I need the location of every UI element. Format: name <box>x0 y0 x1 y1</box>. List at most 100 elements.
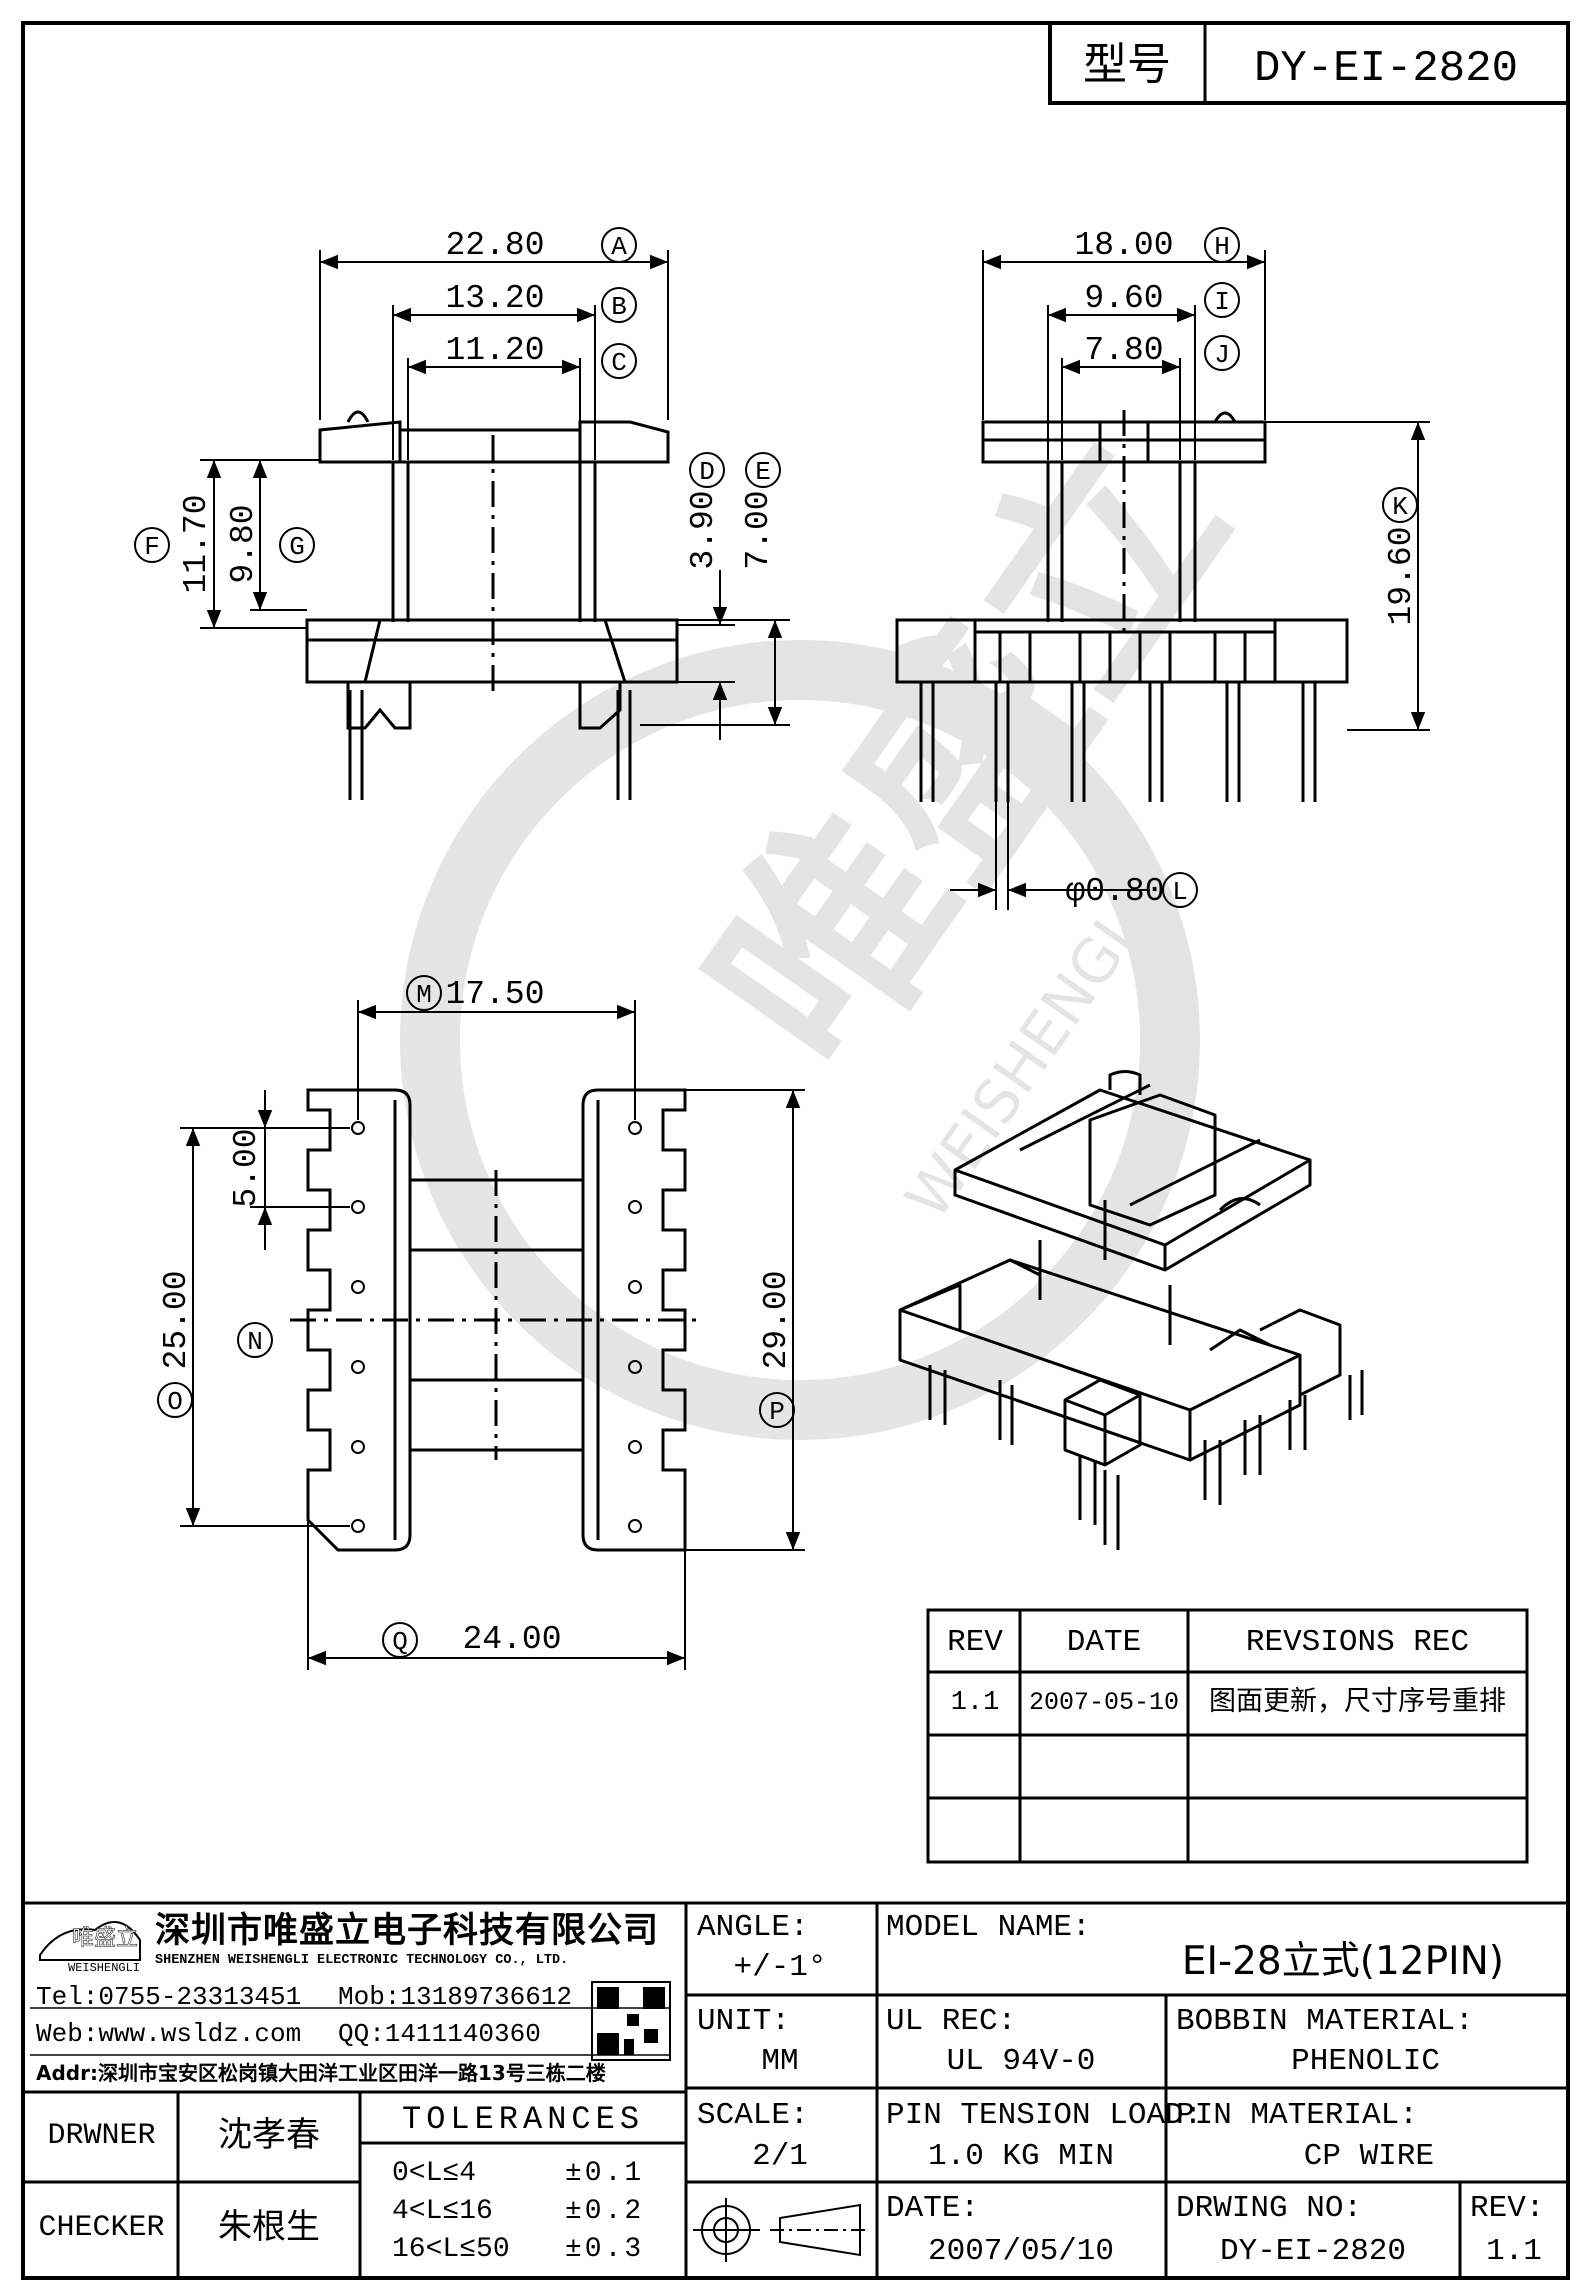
rev-header-rev: REV <box>947 1625 1003 1660</box>
tol-row-1-range: 0<L≤4 <box>392 2158 477 2189</box>
scale-label: SCALE: <box>697 2098 809 2133</box>
pin-tension-label: PIN TENSION LOAD: <box>886 2098 1203 2133</box>
dim-q-value: 24.00 <box>462 1621 561 1658</box>
balloon-c: C <box>611 348 627 378</box>
dim-o-value: 25.00 <box>158 1270 195 1369</box>
right-comb <box>581 1088 687 1552</box>
dim-k-value: 19.60 <box>1383 526 1420 625</box>
left-comb <box>306 1088 412 1552</box>
type-label: 型号 <box>1083 39 1171 90</box>
balloon-b: B <box>611 292 627 322</box>
balloon-p: P <box>769 1397 785 1427</box>
scale-value: 2/1 <box>752 2139 808 2174</box>
ul-rec-value: UL 94V-0 <box>946 2044 1096 2079</box>
rev-header-date: DATE <box>1066 1625 1142 1660</box>
balloon-a: A <box>611 232 627 262</box>
top-view-balloons: M N O P Q <box>157 975 795 1658</box>
top-view-labels: 17.50 5.00 25.00 29.00 24.00 <box>158 976 795 1658</box>
logo-cn: 唯盛立 <box>72 1926 139 1951</box>
balloon-h: H <box>1214 232 1230 262</box>
company-address: Addr:深圳市宝安区松岗镇大田洋工业区田洋一路13号三栋二楼 <box>36 2061 606 2085</box>
rev-row-1-date: 2007-05-10 <box>1028 1688 1180 1717</box>
front-view-labels: 22.80 13.20 11.20 11.70 9.80 3.90 7.00 <box>178 227 777 594</box>
outer-border <box>21 21 1570 2280</box>
company-tel: Tel:0755-23313451 <box>36 1982 302 2012</box>
balloon-m: M <box>416 980 432 1010</box>
bobbin-material-value: PHENOLIC <box>1291 2044 1440 2079</box>
qr-code-icon <box>591 1981 671 2061</box>
side-view-slots <box>998 632 1247 682</box>
balloon-i: I <box>1214 287 1230 317</box>
company-mob: Mob:13189736612 <box>338 1982 573 2012</box>
tol-row-2-value: ±0.2 <box>565 2196 645 2227</box>
ul-rec-label: UL REC: <box>886 2004 1017 2039</box>
bobbin-material-label: BOBBIN MATERIAL: <box>1176 2004 1474 2039</box>
side-view-pins <box>919 682 1317 802</box>
dim-b-value: 13.20 <box>445 280 544 317</box>
model-name-label: MODEL NAME: <box>886 1910 1091 1945</box>
side-view <box>895 410 1349 802</box>
tol-row-3-value: ±0.3 <box>565 2234 645 2265</box>
pin-tension-value: 1.0 KG MIN <box>927 2139 1115 2174</box>
company-web: Web:www.wsldz.com <box>36 2019 302 2049</box>
company-logo-icon <box>39 1921 141 1961</box>
drawer-name: 沈孝春 <box>218 2115 320 2155</box>
side-view-balloons: H I J K L <box>1162 227 1418 908</box>
top-view-dims <box>180 1000 805 1670</box>
dim-i-value: 9.60 <box>1084 280 1163 317</box>
balloon-k: K <box>1392 492 1408 522</box>
dim-a-value: 22.80 <box>445 227 544 264</box>
angle-label: ANGLE: <box>697 1910 809 1945</box>
balloon-e: E <box>755 457 771 487</box>
balloon-o: O <box>167 1387 183 1417</box>
side-view-labels: 18.00 9.60 7.80 19.60 φ0.80 <box>1065 227 1420 910</box>
drawing-no-value: DY-EI-2820 <box>1219 2234 1407 2269</box>
pin-material-label: PIN MATERIAL: <box>1176 2098 1418 2133</box>
balloon-n: N <box>247 1327 263 1357</box>
side-view-dims <box>950 250 1430 910</box>
angle-value: +/-1° <box>733 1950 827 1985</box>
revision-table <box>926 1608 1529 1864</box>
top-view <box>290 1088 700 1552</box>
dim-m-value: 17.50 <box>445 976 544 1013</box>
dim-h-value: 18.00 <box>1074 227 1173 264</box>
top-view-holes <box>351 1121 642 1533</box>
dim-g-value: 9.80 <box>225 504 262 583</box>
dim-f-value: 11.70 <box>178 494 215 593</box>
checker-label: CHECKER <box>38 2211 165 2245</box>
drawing-no-label: DRWING NO: <box>1176 2191 1363 2226</box>
front-view-balloons: A B C F G D E <box>134 227 781 563</box>
projection-symbol-icon <box>693 2198 870 2262</box>
drawer-label: DRWNER <box>47 2119 156 2153</box>
balloon-g: G <box>289 532 305 562</box>
model-name-value: EI-28立式(12PIN) <box>1181 1939 1504 1984</box>
dim-c-value: 11.20 <box>445 332 544 369</box>
company-qq: QQ:1411140360 <box>338 2019 541 2049</box>
company-name-cn: 深圳市唯盛立电子科技有限公司 <box>155 1911 660 1951</box>
balloon-l: L <box>1172 877 1188 907</box>
rev-row-1-rev: 1.1 <box>950 1688 1000 1718</box>
tol-row-1-value: ±0.1 <box>565 2158 645 2189</box>
pin-material-value: CP WIRE <box>1303 2139 1434 2174</box>
checker-name: 朱根生 <box>218 2207 320 2247</box>
dim-l-value: φ0.80 <box>1065 873 1164 910</box>
dim-j-value: 7.80 <box>1084 332 1163 369</box>
dim-e-value: 7.00 <box>740 490 777 569</box>
logo-en: WEISHENGLI <box>68 1961 141 1975</box>
dim-n-value: 5.00 <box>228 1128 265 1207</box>
dim-p-value: 29.00 <box>758 1270 795 1369</box>
unit-label: UNIT: <box>697 2004 791 2039</box>
rev-header-rec: REVSIONS REC <box>1245 1625 1470 1660</box>
balloon-j: J <box>1214 340 1230 370</box>
tol-row-2-range: 4<L≤16 <box>392 2196 493 2227</box>
balloon-q: Q <box>392 1627 408 1657</box>
balloon-f: F <box>144 532 160 562</box>
date-value: 2007/05/10 <box>927 2234 1115 2269</box>
balloon-d: D <box>699 457 715 487</box>
tolerances-title: TOLERANCES <box>401 2101 645 2138</box>
rev-value: 1.1 <box>1486 2234 1542 2269</box>
unit-value: MM <box>761 2044 799 2079</box>
date-label: DATE: <box>886 2191 980 2226</box>
header-box: 型号 DY-EI-2820 <box>1048 21 1570 105</box>
